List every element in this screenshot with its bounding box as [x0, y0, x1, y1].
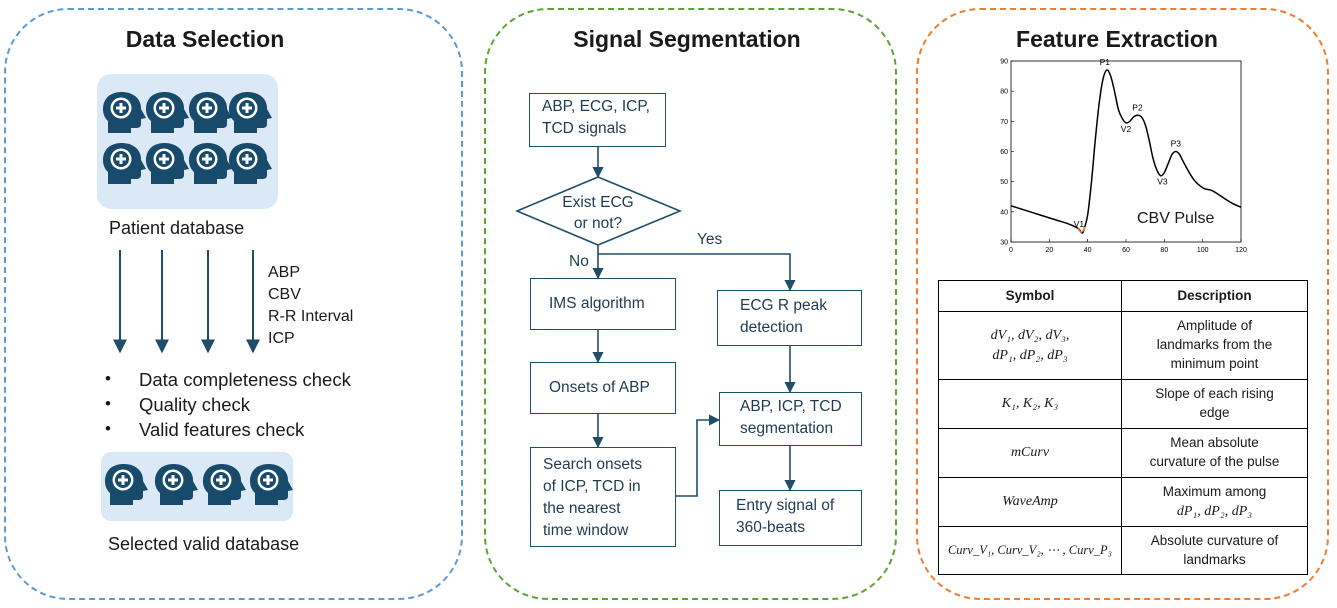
y-tick-label: 80 [1000, 89, 1008, 96]
arrow-decision-ecg [598, 253, 796, 292]
onset-highlight [1077, 226, 1086, 233]
panel-title-data-selection: Data Selection [125, 26, 285, 52]
table-cell-symbol: mCurv [938, 428, 1122, 478]
x-tick-label: 120 [1235, 247, 1247, 254]
flow-label-yes: Yes [697, 231, 723, 248]
series-line-cbv-pulse [1010, 69, 1242, 234]
check-bullet: • [105, 394, 111, 413]
y-tick-label: 70 [1000, 119, 1008, 126]
selected-database-label: Selected valid database [108, 534, 300, 554]
y-tick-label: 90 [1000, 59, 1008, 66]
signal-arrows [113, 250, 260, 354]
table-header-description: Description [1121, 280, 1308, 312]
signal-segmentation-panel [484, 8, 897, 600]
annotation-p2: P2 [1132, 102, 1143, 112]
flow-ims-algorithm: IMS algorithm [530, 278, 676, 330]
y-tick-label: 30 [1000, 240, 1008, 247]
valid-database-bg [101, 452, 293, 521]
table-row: dV₁, dV₂, dV₃,dP₁, dP₂, dP₃ Amplitude of… [938, 311, 1308, 380]
annotation-v1: V1 [1074, 219, 1085, 229]
panel-title-signal-segmentation: Signal Segmentation [573, 26, 801, 52]
x-tick-label: 100 [1197, 247, 1209, 254]
check-item-features: Valid features check [139, 419, 305, 440]
y-tick-label: 50 [1000, 179, 1008, 186]
data-selection-panel [4, 8, 463, 600]
feature-table: Symbol Description dV₁, dV₂, dV₃,dP₁, dP… [938, 280, 1308, 575]
flow-label-no: No [569, 253, 589, 270]
table-row: Curv_V₁, Curv_V₂, ⋯ , Curv_P₃ Absolute c… [938, 526, 1308, 575]
x-tick-label: 80 [1160, 247, 1168, 254]
chart-legend-text: CBV Pulse [1137, 210, 1215, 227]
table-cell-symbol: K₁, K₂, K₃ [938, 379, 1122, 429]
x-tick-label: 0 [1009, 247, 1013, 254]
check-item-completeness: Data completeness check [139, 369, 351, 390]
flow-onsets-abp: Onsets of ABP [530, 362, 676, 414]
check-bullet: • [105, 419, 111, 438]
flow-input-signals: ABP, ECG, ICP,TCD signals [529, 93, 666, 147]
x-tick-label: 60 [1122, 247, 1130, 254]
check-item-quality: Quality check [139, 394, 251, 415]
arrow-search-seg [676, 414, 721, 497]
signal-label-abp: ABP [268, 264, 301, 281]
y-tick-label: 60 [1000, 149, 1008, 156]
table-cell-symbol: dV₁, dV₂, dV₃,dP₁, dP₂, dP₃ [938, 311, 1122, 380]
feature-extraction-panel [916, 8, 1329, 600]
table-header-symbol: Symbol [938, 280, 1122, 312]
annotation-v3: V3 [1157, 177, 1168, 187]
check-bullet: • [105, 369, 111, 388]
x-tick-label: 40 [1084, 247, 1092, 254]
x-tick-label: 20 [1045, 247, 1053, 254]
signal-label-rr-interval: R-R Interval [268, 308, 354, 325]
y-tick-label: 40 [1000, 209, 1008, 216]
table-cell-symbol: Curv_V₁, Curv_V₂, ⋯ , Curv_P₃ [938, 526, 1122, 575]
table-cell-symbol: WaveAmp [938, 477, 1122, 527]
annotation-p3: P3 [1171, 139, 1182, 149]
patient-database-label: Patient database [109, 218, 245, 238]
annotation-p1: P1 [1100, 57, 1111, 67]
panel-title-feature-extraction: Feature Extraction [1016, 26, 1218, 52]
signal-label-icp: ICP [268, 330, 295, 347]
annotation-v2: V2 [1121, 124, 1132, 134]
signal-label-cbv: CBV [268, 286, 301, 303]
